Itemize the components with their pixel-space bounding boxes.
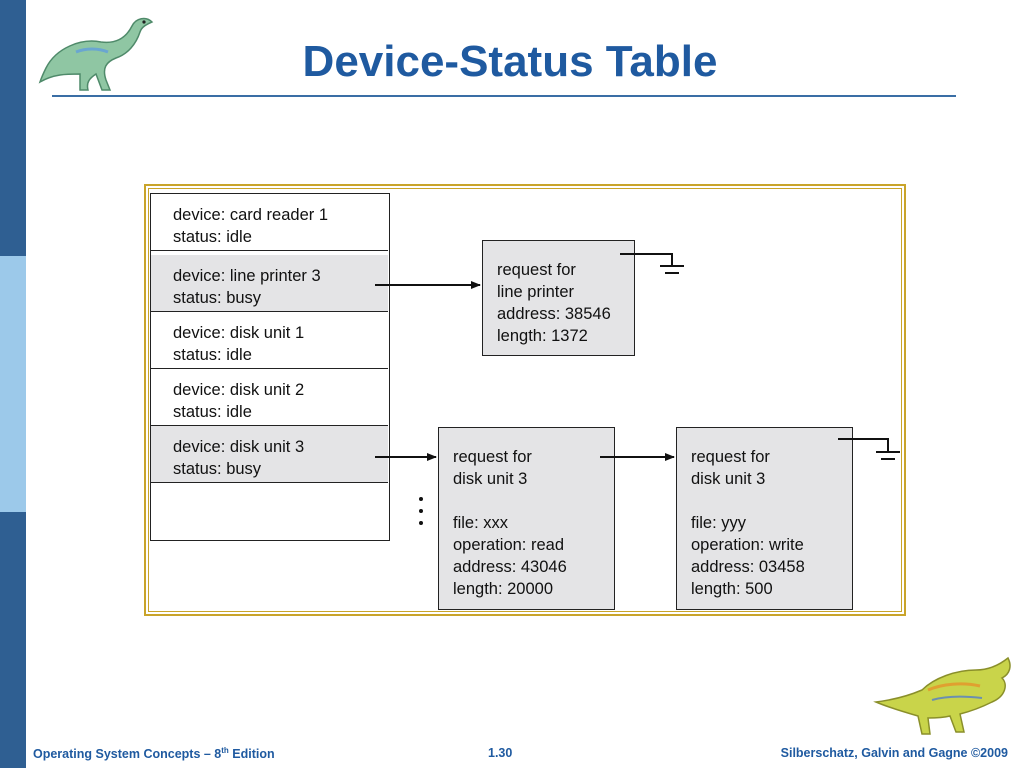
slide-title: Device-Status Table xyxy=(302,37,718,86)
request-line: disk unit 3 xyxy=(691,470,766,488)
device-label: device: line printer 3 xyxy=(173,267,321,285)
device-row-disk-unit-2: device: disk unit 2 status: idle xyxy=(151,369,388,426)
status-label: status: idle xyxy=(173,403,252,421)
device-row-line-printer: device: line printer 3 status: busy xyxy=(151,255,388,312)
request-line: address: 03458 xyxy=(691,558,805,576)
footer-title-sup: th xyxy=(221,746,229,755)
footer-copyright: Silberschatz, Galvin and Gagne ©2009 xyxy=(780,746,1008,760)
footer-title-end: Edition xyxy=(228,747,275,762)
side-bar-accent xyxy=(0,256,26,512)
dinosaur-logo-top xyxy=(38,17,154,91)
device-row-disk-unit-1: device: disk unit 1 status: idle xyxy=(151,312,388,369)
page-number: 1.30 xyxy=(488,746,513,760)
device-row-disk-unit-3: device: disk unit 3 status: busy xyxy=(151,426,388,483)
request-line: line printer xyxy=(497,283,575,301)
null-ground-icon xyxy=(838,438,900,460)
request-box-disk-write: request for disk unit 3 file: yyy operat… xyxy=(676,427,853,610)
request-box-line-printer: request for line printer address: 38546 … xyxy=(482,240,635,356)
request-line: file: xxx xyxy=(453,514,509,532)
table-continuation-ellipsis xyxy=(151,483,423,540)
request-line: length: 500 xyxy=(691,580,773,598)
device-row-card-reader: device: card reader 1 status: idle xyxy=(151,194,388,251)
device-status-table: device: card reader 1 status: idle devic… xyxy=(150,193,423,541)
dinosaur-logo-bottom xyxy=(873,656,1011,735)
request-line: file: yyy xyxy=(691,514,747,532)
request-line: operation: write xyxy=(691,536,804,554)
device-label: device: disk unit 3 xyxy=(173,438,305,456)
footer-book-title: Operating System Concepts – 8th Edition xyxy=(33,746,275,761)
status-label: status: idle xyxy=(173,228,252,246)
status-label: status: idle xyxy=(173,346,252,364)
request-line: operation: read xyxy=(453,536,564,554)
request-line: request for xyxy=(453,448,532,466)
status-label: status: busy xyxy=(173,460,262,478)
device-label: device: card reader 1 xyxy=(173,206,329,224)
null-ground-icon xyxy=(620,253,684,274)
ellipsis-dot xyxy=(419,509,423,513)
title-rule xyxy=(52,95,956,97)
request-line: disk unit 3 xyxy=(453,470,528,488)
request-line: request for xyxy=(497,261,576,279)
device-label: device: disk unit 2 xyxy=(173,381,305,399)
request-line: address: 43046 xyxy=(453,558,567,576)
footer-title-main: Operating System Concepts – 8 xyxy=(33,747,222,762)
request-line: address: 38546 xyxy=(497,305,611,323)
status-label: status: busy xyxy=(173,289,262,307)
request-line: length: 1372 xyxy=(497,327,588,345)
request-line: request for xyxy=(691,448,770,466)
request-line: length: 20000 xyxy=(453,580,554,598)
figure-frame-outer xyxy=(144,184,906,616)
device-label: device: disk unit 1 xyxy=(173,324,305,342)
ellipsis-dot xyxy=(419,521,423,525)
request-box-disk-read: request for disk unit 3 file: xxx operat… xyxy=(438,427,615,610)
ellipsis-dot xyxy=(419,497,423,501)
